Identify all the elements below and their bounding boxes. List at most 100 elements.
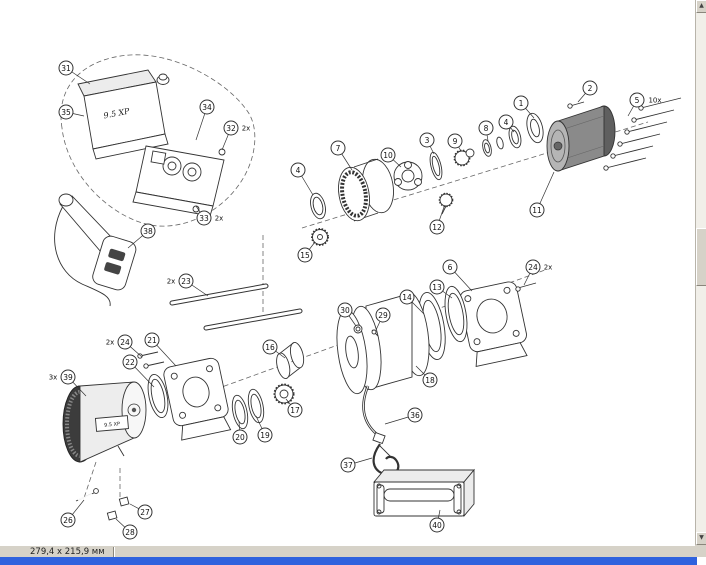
gearbox-rings [231,388,265,430]
svg-text:17: 17 [290,406,300,415]
svg-text:28: 28 [125,528,135,537]
svg-text:6: 6 [448,263,453,272]
callout-16: 16 [262,339,286,359]
svg-text:7: 7 [336,144,341,153]
remote-button [108,248,126,262]
status-bar: 279,4 x 215,9 мм [0,545,695,557]
callout-12: 12 [429,206,445,235]
callout-7: 7 [330,140,353,171]
page-dimensions-label: 279,4 x 215,9 мм [30,546,105,557]
callout-11: 11 [529,171,555,218]
callout-4: 4 [498,114,515,133]
callout-8: 8 [478,120,494,142]
callout-13: 13 [429,279,453,299]
callout-23-quantity: 2x [167,278,176,286]
svg-text:35: 35 [61,108,71,117]
callout-19: 19 [255,415,273,443]
callout-35: 35 [58,104,85,120]
svg-text:19: 19 [260,431,270,440]
svg-text:24: 24 [528,263,538,272]
callout-34: 34 [195,99,215,141]
remote-button [104,262,122,275]
callout-5-quantity: 10x [648,97,661,105]
scrollbar-corner [695,545,706,557]
callout-30: 30 [337,302,357,327]
svg-text:16: 16 [265,343,275,352]
callout-24: 24 2x [523,259,553,286]
svg-text:29: 29 [378,311,388,320]
callout-36: 36 [384,407,423,425]
brake-assembly [273,342,305,405]
svg-text:30: 30 [340,306,350,315]
svg-text:24: 24 [120,338,130,347]
callout-2: 2 [577,80,598,103]
document-canvas[interactable]: 9.5 XP [0,0,695,545]
svg-text:22: 22 [125,358,135,367]
status-divider [112,546,115,557]
vertical-scrollbar[interactable]: ▲ ▼ [695,0,706,545]
vertical-scroll-thumb[interactable] [696,228,706,286]
svg-text:20: 20 [235,433,245,442]
svg-text:38: 38 [143,227,153,236]
svg-text:2: 2 [588,84,593,93]
callout-37: 37 [340,457,373,473]
taskbar[interactable] [0,557,697,565]
washer [353,324,363,334]
callout-18: 18 [415,365,438,388]
callout-40: 40 [429,509,445,533]
svg-text:23: 23 [181,277,191,286]
callout-20: 20 [232,420,248,445]
taskbar-corner [697,557,706,565]
ring-gear [338,158,394,222]
svg-text:4: 4 [296,166,301,175]
callout-38: 38 [127,223,156,249]
callout-1: 1 [513,95,535,119]
callout-32-quantity: 2x [242,125,251,133]
svg-text:36: 36 [410,411,420,420]
remote-control [54,193,137,307]
svg-text:12: 12 [432,223,442,232]
scroll-down-icon[interactable]: ▼ [696,532,706,545]
callout-23: 23 2x [167,273,209,297]
roller-fairlead [373,468,475,518]
svg-text:11: 11 [532,206,542,215]
svg-text:31: 31 [61,64,71,73]
gear-train-assembly [310,97,682,246]
motor-label: 9.5 XP [104,421,120,428]
drum-support-housing [459,281,537,367]
scroll-up-icon[interactable]: ▲ [696,0,706,13]
callout-28: 28 [115,518,138,540]
callout-4: 4 [290,162,314,196]
callout-39-quantity: 3x [49,374,58,382]
svg-text:34: 34 [202,103,212,112]
tie-rods [169,283,303,331]
svg-text:8: 8 [484,124,489,133]
callout-24-quantity: 2x [106,339,115,347]
svg-text:3: 3 [425,136,430,145]
svg-text:26: 26 [63,516,73,525]
callout-27: 27 [129,503,153,520]
svg-text:5: 5 [635,96,640,105]
callout-9: 9 [447,133,463,152]
svg-text:18: 18 [425,376,435,385]
gear-end-housing [137,351,232,441]
callout-3: 3 [419,132,435,155]
svg-text:37: 37 [343,461,353,470]
svg-text:14: 14 [402,293,412,302]
svg-text:1: 1 [519,99,524,108]
svg-text:4: 4 [504,118,509,127]
callout-10: 10 [380,147,402,168]
callout-15: 15 [297,241,316,263]
callout-6: 6 [442,259,473,292]
exploded-view-diagram: 9.5 XP [49,54,682,540]
wire-rope-and-hook [362,385,400,476]
callout-24-quantity: 2x [544,264,553,272]
svg-text:21: 21 [147,336,157,345]
bolt [567,101,585,109]
callout-33-quantity: 2x [215,215,224,223]
svg-text:15: 15 [300,251,310,260]
callout-17: 17 [285,398,303,418]
